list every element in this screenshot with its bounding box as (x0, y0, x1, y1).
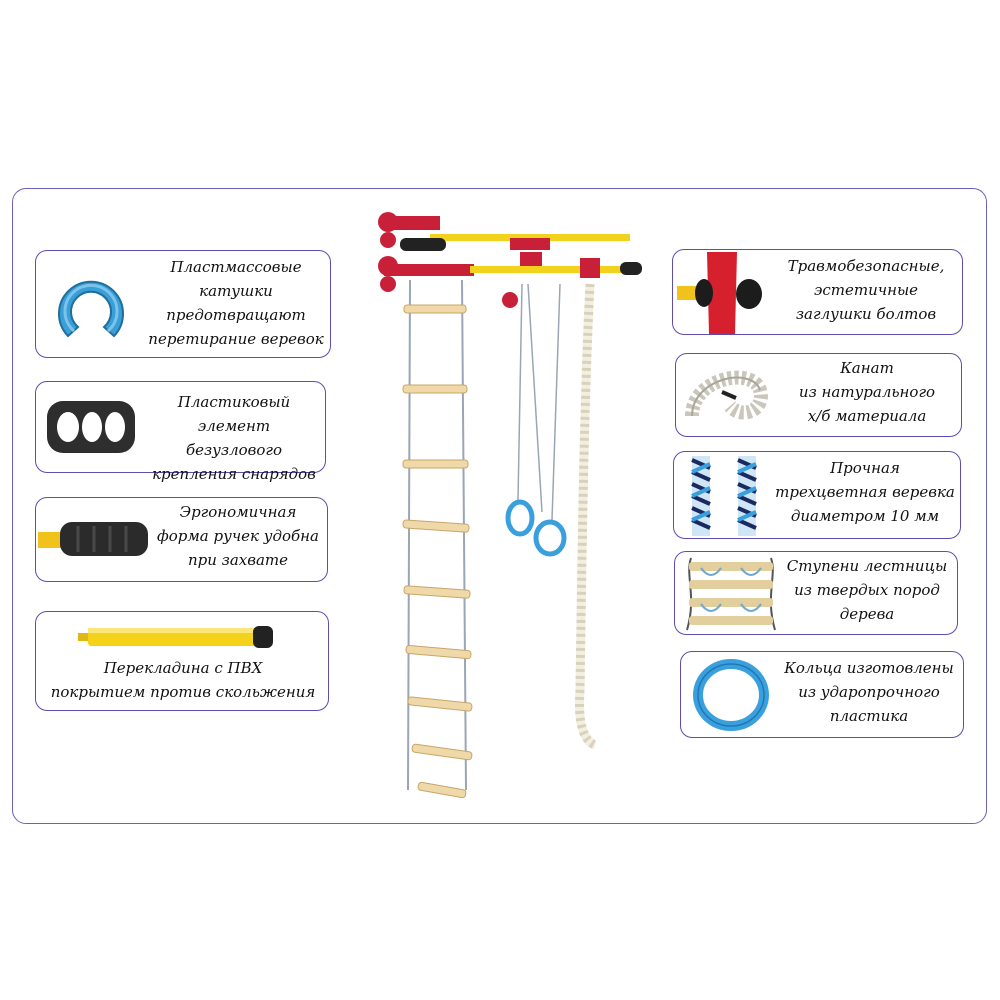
caption-line: Пластиковый (177, 393, 291, 411)
feature-card-rings: Кольца изготовлены из ударопрочного плас… (680, 651, 964, 738)
three-hole-connector-icon (44, 396, 138, 458)
caption-line: покрытием против скольжения (50, 683, 316, 701)
caption-line: из твердых пород (794, 581, 940, 599)
caption-line: предотвращают (166, 306, 306, 324)
caption-line: заглушки болтов (795, 305, 937, 323)
caption-line: эстетичные (813, 281, 919, 299)
caption-line: Прочная (830, 459, 900, 477)
caption-line: при захвате (187, 551, 289, 569)
feature-card-connector: Пластиковый элемент безузлового креплени… (35, 381, 326, 483)
caption-line: катушки (199, 282, 273, 300)
caption-line: форма ручек удобна (157, 527, 319, 545)
wall-bracket-top (378, 212, 440, 248)
caption-line: диаметром 10 мм (790, 507, 940, 525)
caption-line: элемент безузлового (185, 417, 283, 459)
caption-line: Ступени лестницы (786, 557, 948, 575)
caption-line: Кольца изготовлены (784, 659, 954, 677)
feature-card-crossbar: Перекладина с ПВХ покрытием против сколь… (35, 611, 329, 711)
feature-card-handle: Эргономичная форма ручек удобна при захв… (35, 497, 328, 582)
caption-line: Травмобезопасные, (787, 257, 945, 275)
caption-line: крепления снарядов (152, 465, 316, 483)
caption-line: дерева (839, 605, 895, 623)
caption-line: перетирание веревок (148, 330, 324, 348)
caption-line: из натурального (798, 383, 936, 401)
feature-card-rope: Канат из натурального х/б материала (675, 353, 962, 437)
wall-bracket-bottom (378, 256, 474, 292)
gymnastic-ring-right (533, 519, 567, 557)
caption-line: х/б материала (807, 407, 927, 425)
caption-line: Эргономичная (179, 503, 297, 521)
caption-line: пластика (829, 707, 909, 725)
feature-card-spools: Пластмассовые катушки предотвращают пере… (35, 250, 331, 358)
caption-line: из ударопрочного (798, 683, 940, 701)
main-frame (12, 188, 987, 824)
tricolor-cord-icon (684, 456, 770, 536)
bolt-cap-icon (677, 252, 769, 334)
plastic-ring-icon (691, 658, 771, 732)
pvc-crossbar-icon (78, 624, 278, 650)
caption-line: Перекладина с ПВХ (103, 659, 263, 677)
feature-card-cord: Прочная трехцветная веревка диаметром 10… (673, 451, 961, 539)
gymnastic-ring-left (505, 499, 535, 537)
feature-card-rungs: Ступени лестницы из твердых пород дерева (674, 551, 958, 635)
cotton-rope-icon (682, 358, 772, 434)
handle-grip-icon (38, 514, 150, 564)
caption-line: Канат (840, 359, 894, 377)
plastic-spool-icon (46, 261, 136, 349)
caption-line: Пластмассовые (170, 258, 302, 276)
wooden-rungs-icon (681, 556, 781, 632)
caption-line: трехцветная веревка (775, 483, 955, 501)
product-illustration (370, 200, 650, 800)
feature-card-bolt-caps: Травмобезопасные, эстетичные заглушки бо… (672, 249, 963, 335)
